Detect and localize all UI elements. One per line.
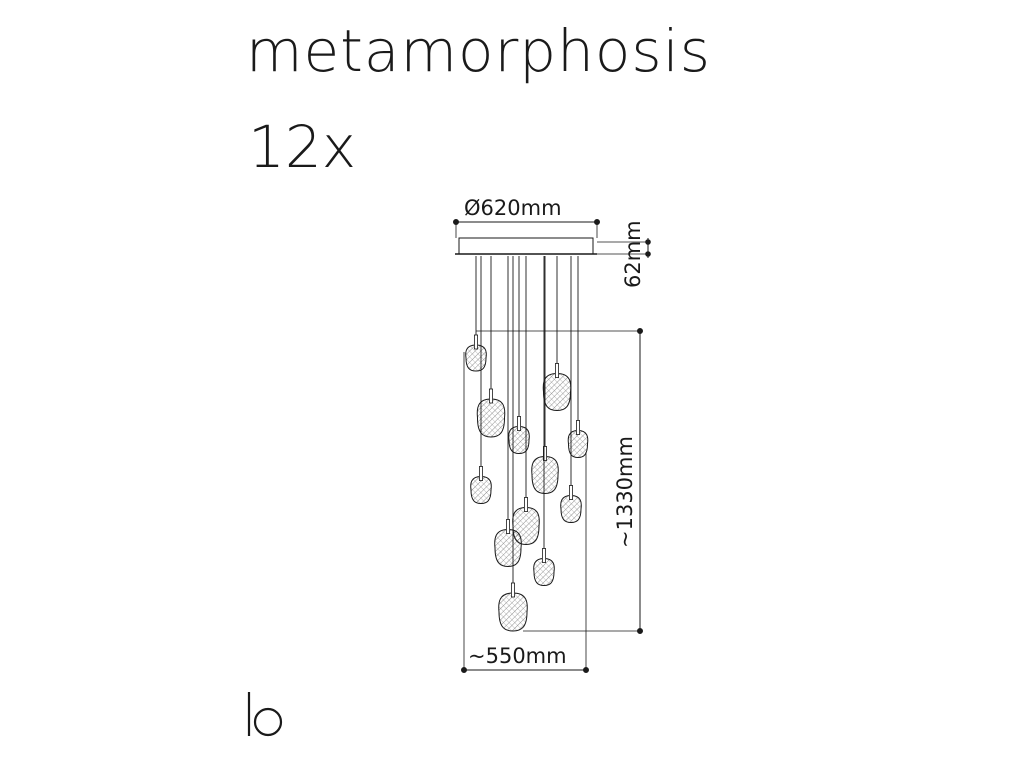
dimension-diameter-label: Ø620mm [464,196,562,220]
dimension-canopy-height-label: 62mm [621,220,645,288]
pendant-holder [517,416,522,431]
pendant-glass-shade [494,528,522,568]
dimension-spread-width-label: ~550mm [468,644,567,668]
dimension-canopy-height [597,238,651,258]
pendant-glass-shade [533,557,555,587]
pendants [465,256,589,632]
pendant-holder [505,519,510,534]
product-title: metamorphosis [246,17,711,85]
pendant-holder [473,334,478,350]
pendant-holder [488,388,493,404]
pendant-holder [542,548,547,563]
pendant-glass-shade [531,455,559,495]
pendant-holder [543,446,548,461]
pendant-glass-shade [560,494,582,524]
pendant-glass-shade [542,372,572,412]
pendant-holder [524,497,529,512]
pendant-glass-shade [470,475,492,505]
pendant-glass-shade [567,429,589,459]
dimension-total-height-label: ~1330mm [613,436,637,548]
dimension-total-height [476,328,643,634]
pendant-holder [510,582,515,598]
canopy-body [458,237,594,255]
canopy [455,237,597,255]
pendant-glass-shade [476,398,506,438]
pendant-holder [478,466,483,481]
pendant-holder [555,363,560,378]
brand-logo-icon [247,692,283,737]
pendant-holder [569,485,574,500]
dimension-spread-width [461,352,589,673]
dimension-diameter [453,219,600,238]
pendant-glass-shade [498,592,528,632]
pendant-glass-shade [508,425,530,455]
pendant-holder [576,420,581,435]
product-quantity: 12x [248,113,357,181]
